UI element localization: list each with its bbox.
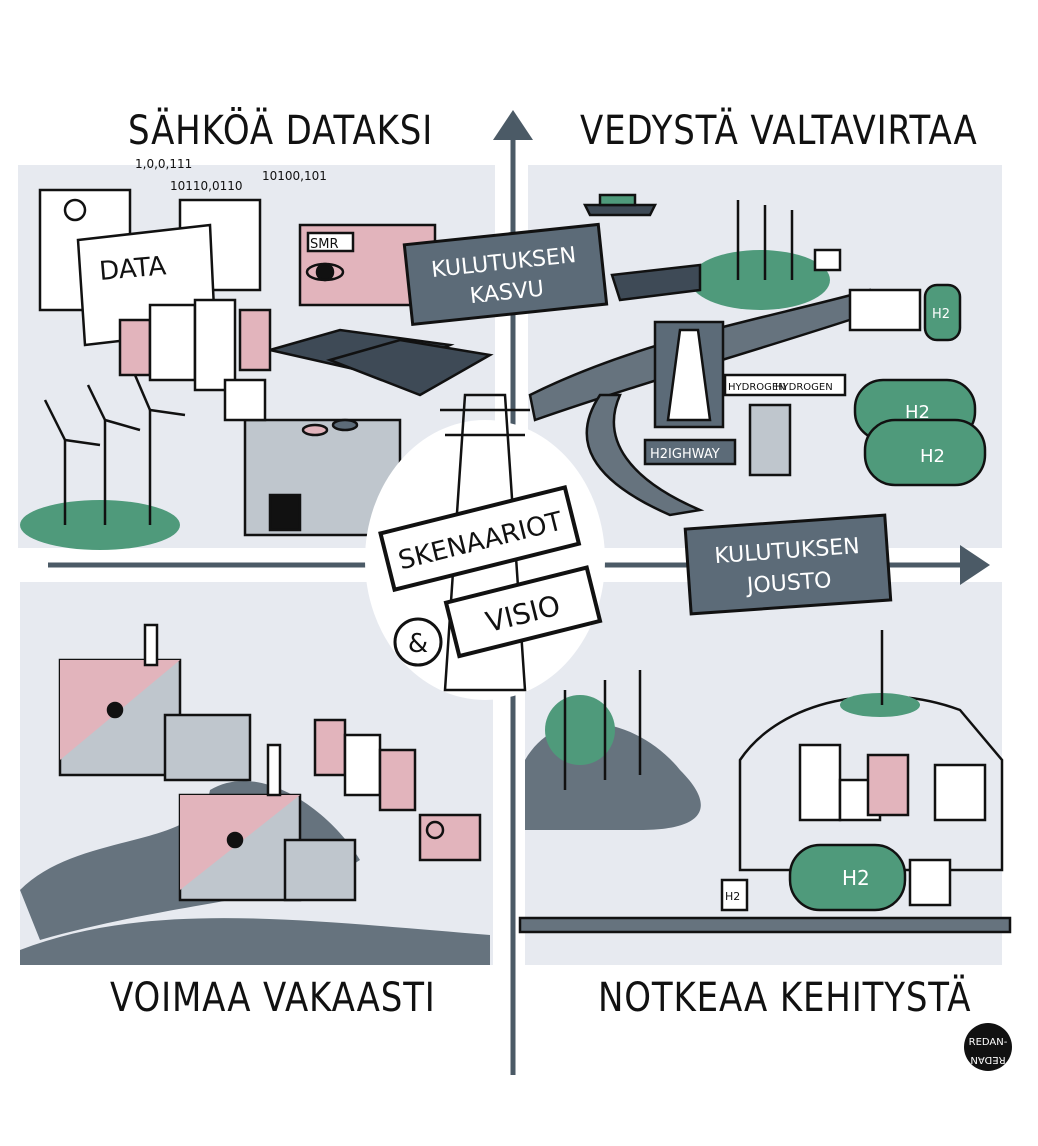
axis-label-growth: KULUTUKSEN KASVU [402,222,609,327]
title-bottom-left: VOIMAA VAKAASTI [110,975,436,1021]
nuclear-scene [20,623,490,965]
flexible-scene [518,630,1012,934]
hydrogen-label-1: HYDROGEN [728,382,786,393]
binary-text-3: 10100,101 [262,169,327,183]
redan-logo: REDAN- REDAN [964,1023,1012,1071]
sign-vision: VISIO [443,565,603,659]
smr-label: SMR [310,237,339,252]
hydrogen-scene [528,193,987,517]
horizontal-axis-arrow [960,545,990,585]
binary-text-1: 1,0,0,111 [135,157,192,171]
h2-tank-label-1: H2 [905,402,930,423]
hydrogen-label-2: HYDROGEN [775,382,833,393]
axis-label-flexibility: KULUTUKSEN JOUSTO [683,513,893,616]
ampersand: & [408,629,428,659]
ampersand-circle [393,617,443,667]
axis-label-flexibility-line2: JOUSTO [744,568,832,599]
h2-silo-label: H2 [932,307,950,322]
vertical-axis-arrow [493,110,533,140]
title-top-left: SÄHKÖÄ DATAKSI [128,108,434,154]
logo-text-2: REDAN [970,1054,1005,1065]
data-center-scene [20,188,494,550]
logo-text-1: REDAN- [969,1037,1008,1048]
title-bottom-right: NOTKEAA KEHITYSTÄ [598,975,972,1021]
power-pylon [440,393,530,692]
highway-sign-label: H2IGHWAY [650,447,720,462]
h2-sign-label: H2 [725,890,740,903]
data-building-label: DATA [98,251,168,287]
h2-tank-label-3: H2 [842,866,870,890]
h2-tank-label-2: H2 [920,446,945,467]
binary-text-2: 10110,0110 [170,179,243,193]
title-top-right: VEDYSTÄ VALTAVIRTAA [580,108,978,154]
